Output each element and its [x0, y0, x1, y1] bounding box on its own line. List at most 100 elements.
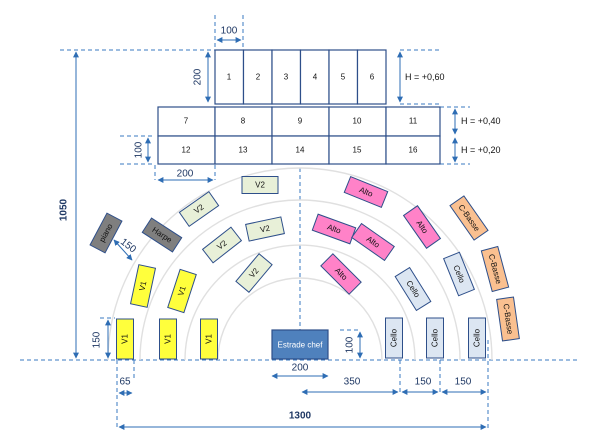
seat-cello-label: Cello	[431, 328, 440, 347]
seat-cbasse: C-Basse	[480, 245, 510, 293]
riser-row-top: 1 2 3 4 5 6	[214, 49, 387, 105]
riser-cell-label: 15	[353, 146, 362, 155]
seat-alto: Alto	[320, 253, 362, 295]
riser-cell	[328, 135, 387, 165]
riser-cell-label: 13	[239, 146, 248, 155]
seat-alto-box	[402, 205, 442, 249]
seat-alto: Alto	[402, 205, 442, 249]
seat-v2: V2	[241, 176, 279, 194]
dim-riser-width: 100	[221, 26, 238, 37]
riser-cell	[214, 49, 245, 105]
seat-v2-box	[235, 253, 273, 293]
seating-arcs	[107, 167, 493, 361]
dim-step-depth: 100	[134, 141, 145, 158]
seat-cello-label: Cello	[473, 328, 482, 347]
dim-v1-depth: 150	[92, 331, 103, 348]
arc-inner	[217, 277, 383, 361]
arc-middle	[184, 244, 416, 361]
seat-v2-box	[245, 216, 285, 242]
dim-cello-gap: 150	[415, 377, 432, 388]
seat-v2-label: V2	[255, 181, 265, 190]
seat-alto: Alto	[311, 213, 357, 245]
seat-alto-box	[343, 175, 389, 209]
seat-piano: piano	[89, 212, 123, 254]
seat-v2: V2	[235, 253, 273, 293]
seat-cello: Cello	[394, 266, 432, 312]
seat-cello-box	[394, 266, 432, 312]
dim-chef-width: 200	[292, 363, 309, 374]
seat-cello-box	[442, 251, 476, 297]
seat-harpe-box	[141, 217, 183, 253]
seat-v1: V1	[116, 318, 134, 360]
riser-cell	[271, 49, 302, 105]
seat-cello: Cello	[468, 317, 486, 359]
riser-stage: 1 2 3 4 5 6 7 8 9 10 11 12	[157, 49, 441, 165]
riser-cell-label: 9	[298, 117, 303, 126]
seat-cello-box	[385, 317, 403, 359]
riser-cell-label: 16	[409, 146, 418, 155]
riser-cell-label: 8	[241, 117, 246, 126]
riser-cell-label: 1	[227, 73, 232, 82]
dim-riser-depth: 200	[193, 68, 204, 85]
dim-harp-piano-arrow	[113, 239, 133, 261]
seat-v1-box	[159, 318, 177, 360]
dim-total-width: 1300	[289, 411, 312, 422]
seat-alto-box	[351, 222, 395, 262]
riser-cell-label: 11	[409, 117, 418, 126]
dim-harp-piano: 150	[118, 237, 138, 256]
level-label-bottom: H = +0,20	[461, 145, 501, 155]
riser-cell-label: 2	[256, 73, 261, 82]
dim-chef-depth: 100	[345, 336, 356, 353]
seat-cbasse-label: C-Basse	[501, 303, 514, 335]
seat-v1-box	[116, 318, 134, 360]
seat-cello-box	[426, 317, 444, 359]
conductor-podium: Estrade chef	[271, 329, 329, 360]
riser-cell-label: 14	[296, 146, 305, 155]
seat-v1-label: V1	[121, 334, 130, 344]
riser-cell	[271, 106, 330, 137]
level-label-top: H = +0,60	[405, 72, 445, 82]
dimensions: 100 200 100 200 1050 150 150 65 100 200 …	[59, 26, 487, 430]
seat-alto: Alto	[351, 222, 395, 262]
riser-cell	[242, 49, 273, 105]
conductor-podium-box	[271, 329, 329, 360]
seat-v1: V1	[159, 318, 177, 360]
dim-step-width: 200	[177, 169, 194, 180]
seat-v2-box	[201, 226, 243, 264]
riser-cell-label: 10	[353, 117, 362, 126]
seat-cello-box	[468, 317, 486, 359]
seat-alto: Alto	[343, 175, 389, 209]
seat-cello: Cello	[385, 317, 403, 359]
dim-total-depth: 1050	[59, 198, 70, 221]
seat-v2: V2	[178, 191, 220, 227]
dim-chef-cello: 350	[344, 377, 361, 388]
arc-outermost	[107, 167, 493, 361]
riser-cell-label: 12	[182, 146, 191, 155]
riser-cell-label: 7	[184, 117, 189, 126]
seat-alto-box	[320, 253, 362, 295]
level-label-middle: H = +0,40	[461, 116, 501, 126]
seat-v1-box	[200, 318, 218, 360]
seat-cello: Cello	[426, 317, 444, 359]
seat-cbasse: C-Basse	[496, 296, 520, 342]
seat-cello: Cello	[442, 251, 476, 297]
seat-v1-box	[129, 264, 157, 308]
riser-cell-label: 4	[313, 73, 318, 82]
seat-v1-label: V1	[205, 334, 214, 344]
seat-cbasse: C-Basse	[449, 195, 489, 241]
riser-cell	[385, 135, 441, 165]
seat-v1-label: V1	[176, 284, 188, 297]
seat-cbasse-box	[480, 245, 510, 293]
riser-cell-label: 6	[370, 73, 375, 82]
seat-v1-box	[167, 268, 197, 314]
seat-v2: V2	[245, 216, 285, 242]
dim-v1-offset: 65	[119, 377, 131, 388]
seat-v2-label: V2	[259, 223, 271, 234]
seat-v1-label: V1	[138, 280, 149, 292]
arc-outer	[139, 199, 461, 361]
riser-row-bottom: 12 13 14 15 16	[157, 135, 441, 165]
seat-piano-box	[89, 212, 123, 254]
riser-cell-label: 3	[284, 73, 289, 82]
riser-cell	[356, 49, 387, 105]
